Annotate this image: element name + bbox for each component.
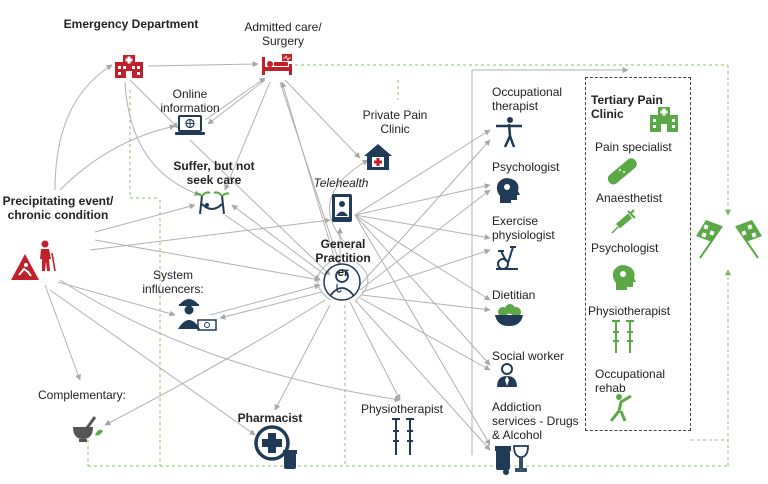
bandage-icon (607, 158, 637, 185)
edge-gp-addiction (354, 299, 491, 451)
edge-ed-suffer (124, 81, 201, 197)
edge-tablet-right-4 (354, 214, 491, 366)
tertiary-crutches-icon (612, 320, 634, 353)
occupational-therapist-label: Occupational therapist (492, 85, 563, 113)
precipitating-event-label: Precipitating event/ chronic condition (2, 194, 114, 222)
edge-precip-suffer (94, 203, 196, 233)
online-information-label: Online information (160, 87, 220, 115)
stretch-person-icon (496, 117, 522, 148)
exercise-physiologist-label: Exercise physiologist (492, 214, 555, 242)
tertiary-anaesthetist-label: Anaesthetist (596, 191, 663, 205)
tertiary-stretch-person-icon (609, 394, 632, 422)
edge-precip-gp (94, 239, 321, 283)
edge-precip-complementary (44, 284, 81, 381)
admitted-care-label: Admitted care/ Surgery (244, 20, 322, 48)
edge-ed-online (129, 79, 179, 129)
pharmacy-cross-icon (254, 425, 297, 469)
edge-gp-pharmacist (274, 304, 331, 411)
edge-gp-psych (359, 189, 491, 291)
pharmacist-label: Pharmacist (237, 411, 303, 425)
laptop-icon (175, 115, 205, 135)
tertiary-physiotherapist-label: Physiotherapist (588, 304, 671, 318)
private-pain-clinic-label: Private Pain Clinic (362, 108, 428, 136)
edge-system-gp (209, 283, 321, 316)
crutches-icon (392, 418, 414, 455)
hammock-icon (195, 191, 229, 215)
dietitian-label: Dietitian (492, 288, 536, 302)
suffer-not-seek-care-label: Suffer, but not seek care (173, 159, 255, 187)
edge-gp-private (329, 159, 369, 251)
hospital-bed-icon (262, 54, 292, 75)
edge-gp-exercise (361, 248, 491, 293)
house-cross-icon (364, 144, 392, 170)
tertiary-pain-clinic-title: Tertiary Pain Clinic (591, 93, 663, 121)
emergency-department-label: Emergency Department (63, 17, 199, 31)
telehealth-label: Telehealth (313, 176, 369, 190)
general-practitioner-label: General Practition er (315, 237, 371, 279)
system-influencers-label: System influencers: (142, 268, 204, 296)
pills-wine-icon (495, 445, 529, 475)
tertiary-occupational-rehab-label: Occupational rehab (595, 367, 666, 395)
edge-suffer-gp (224, 214, 321, 281)
mortar-pestle-icon (73, 416, 103, 442)
checkered-flags-icon (696, 220, 762, 259)
edge-online-admitted (204, 77, 266, 121)
edge-admitted-gp (279, 81, 342, 266)
edge-gp-diet (361, 294, 491, 313)
edge-tablet-right-3 (354, 214, 491, 301)
edge-gp-occ (359, 139, 491, 286)
tertiary-pain-clinic-box (585, 77, 691, 431)
edge-precip-online (59, 124, 176, 191)
tertiary-head-brain-icon (612, 265, 636, 290)
edge-admitted-private (284, 79, 361, 159)
exercise-bike-icon (496, 246, 518, 270)
edge-gp-admitted (280, 81, 336, 261)
edge-admitted-suffer (224, 81, 271, 191)
edge-gp-loop-left (317, 261, 331, 301)
tertiary-psychologist-label: Psychologist (591, 241, 659, 255)
edge-tablet-right-1 (354, 183, 491, 216)
edge-ed-admitted (147, 61, 259, 68)
edge-precip-physio (59, 279, 401, 403)
edge-tablet-right-0 (354, 129, 491, 216)
worker-cash-icon (178, 299, 217, 331)
edge-precip-tablet (89, 217, 331, 251)
person-tie-icon (497, 363, 517, 387)
doctor-icon (323, 263, 361, 301)
syringe-icon (611, 209, 636, 234)
tertiary-pain-specialist-label: Pain specialist (595, 140, 672, 154)
edge-online-gp (189, 139, 331, 276)
edge-admitted-online (207, 79, 266, 125)
edge-gp-loop-right (355, 261, 369, 301)
edge-precip-pharmacist (49, 289, 256, 436)
edge-gp-social (359, 297, 491, 371)
complementary-label: Complementary: (37, 388, 127, 402)
addiction-services-label: Addiction services - Drugs & Alcohol (492, 400, 579, 442)
edge-gp-complementary (104, 299, 326, 426)
edge-gp-suffer (231, 204, 326, 276)
edge-gp-system (219, 291, 323, 320)
social-worker-label: Social worker (492, 349, 565, 363)
edge-precip-system (57, 281, 176, 317)
physiotherapist-label: Physiotherapist (360, 402, 444, 416)
warning-fall-icon (11, 254, 39, 280)
edge-tablet-right-5 (354, 214, 491, 446)
edge-gp-physio (349, 301, 401, 401)
hospital-icon (115, 55, 143, 78)
elderly-person-icon (40, 240, 56, 272)
edge-tablet-right-2 (354, 214, 491, 241)
salad-bowl-icon (495, 304, 523, 326)
edge-precip-ed (54, 64, 113, 191)
head-brain-icon (496, 178, 520, 203)
psychologist-label: Psychologist (492, 160, 560, 174)
tertiary-hospital-icon (650, 107, 678, 132)
tablet-doctor-icon (332, 194, 352, 222)
